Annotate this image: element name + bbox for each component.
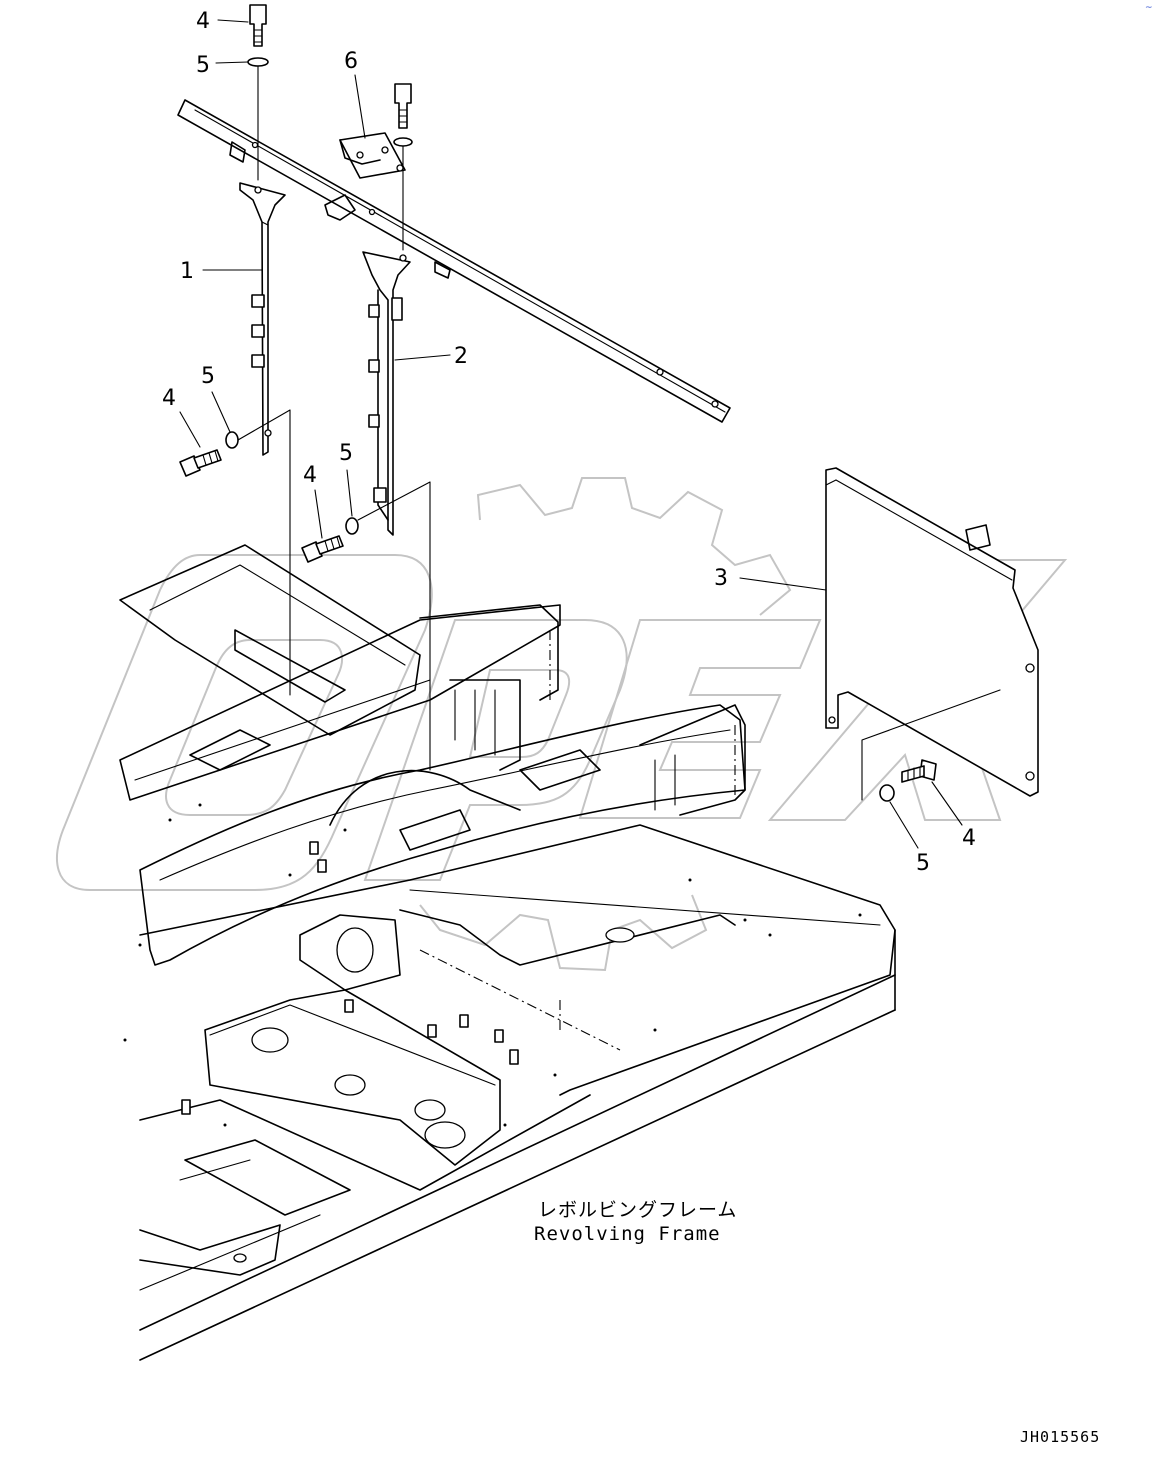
callout-1: 1 — [180, 259, 194, 284]
callout-4-top: 4 — [196, 9, 210, 34]
leader-lines — [179, 19, 963, 849]
middle-washer — [345, 517, 359, 535]
left-washer — [225, 431, 239, 449]
middle-bolt-assembly — [301, 481, 431, 771]
left-bolt-assembly — [179, 409, 291, 696]
part-1-left-bracket — [239, 182, 286, 456]
callout-5-left: 5 — [201, 364, 215, 389]
watermark-gear-lower — [419, 894, 708, 972]
watermark-gear — [476, 477, 792, 616]
callout-5-right: 5 — [916, 851, 930, 876]
callout-4-left: 4 — [162, 386, 176, 411]
part-3-cover-plate — [825, 467, 1039, 797]
part6-bolt-assembly — [393, 83, 413, 251]
callout-4-mid: 4 — [303, 463, 317, 488]
callout-2: 2 — [454, 344, 468, 369]
watermark-letter-e — [578, 619, 822, 819]
callout-3: 3 — [714, 566, 728, 591]
drawing-id: JH015565 — [1020, 1428, 1100, 1446]
upper-rail — [177, 99, 731, 423]
watermark-letter-o — [56, 554, 433, 891]
caption-english: Revolving Frame — [534, 1223, 721, 1245]
part6-bolt — [394, 83, 412, 129]
callout-6: 6 — [344, 49, 358, 74]
revolving-frame — [119, 544, 896, 1361]
right-bolt-assembly — [861, 689, 1001, 802]
part-6-top-plate — [339, 132, 406, 179]
watermark-letter-p — [363, 619, 628, 881]
caption-japanese: レボルビングフレーム — [538, 1199, 737, 1221]
callout-5-mid: 5 — [339, 441, 353, 466]
top-washer — [247, 57, 269, 67]
callout-5-top: 5 — [196, 53, 210, 78]
callout-labels: 1 2 3 4 5 6 4 5 4 5 4 5 — [162, 9, 976, 876]
corner-mark: ~ — [1145, 3, 1153, 13]
top-bolt-assembly — [247, 4, 269, 181]
part6-washer — [393, 137, 413, 147]
callout-4-right: 4 — [962, 826, 976, 851]
part-2-right-bracket — [362, 251, 411, 536]
right-washer — [879, 784, 895, 802]
top-bolt — [249, 4, 267, 47]
